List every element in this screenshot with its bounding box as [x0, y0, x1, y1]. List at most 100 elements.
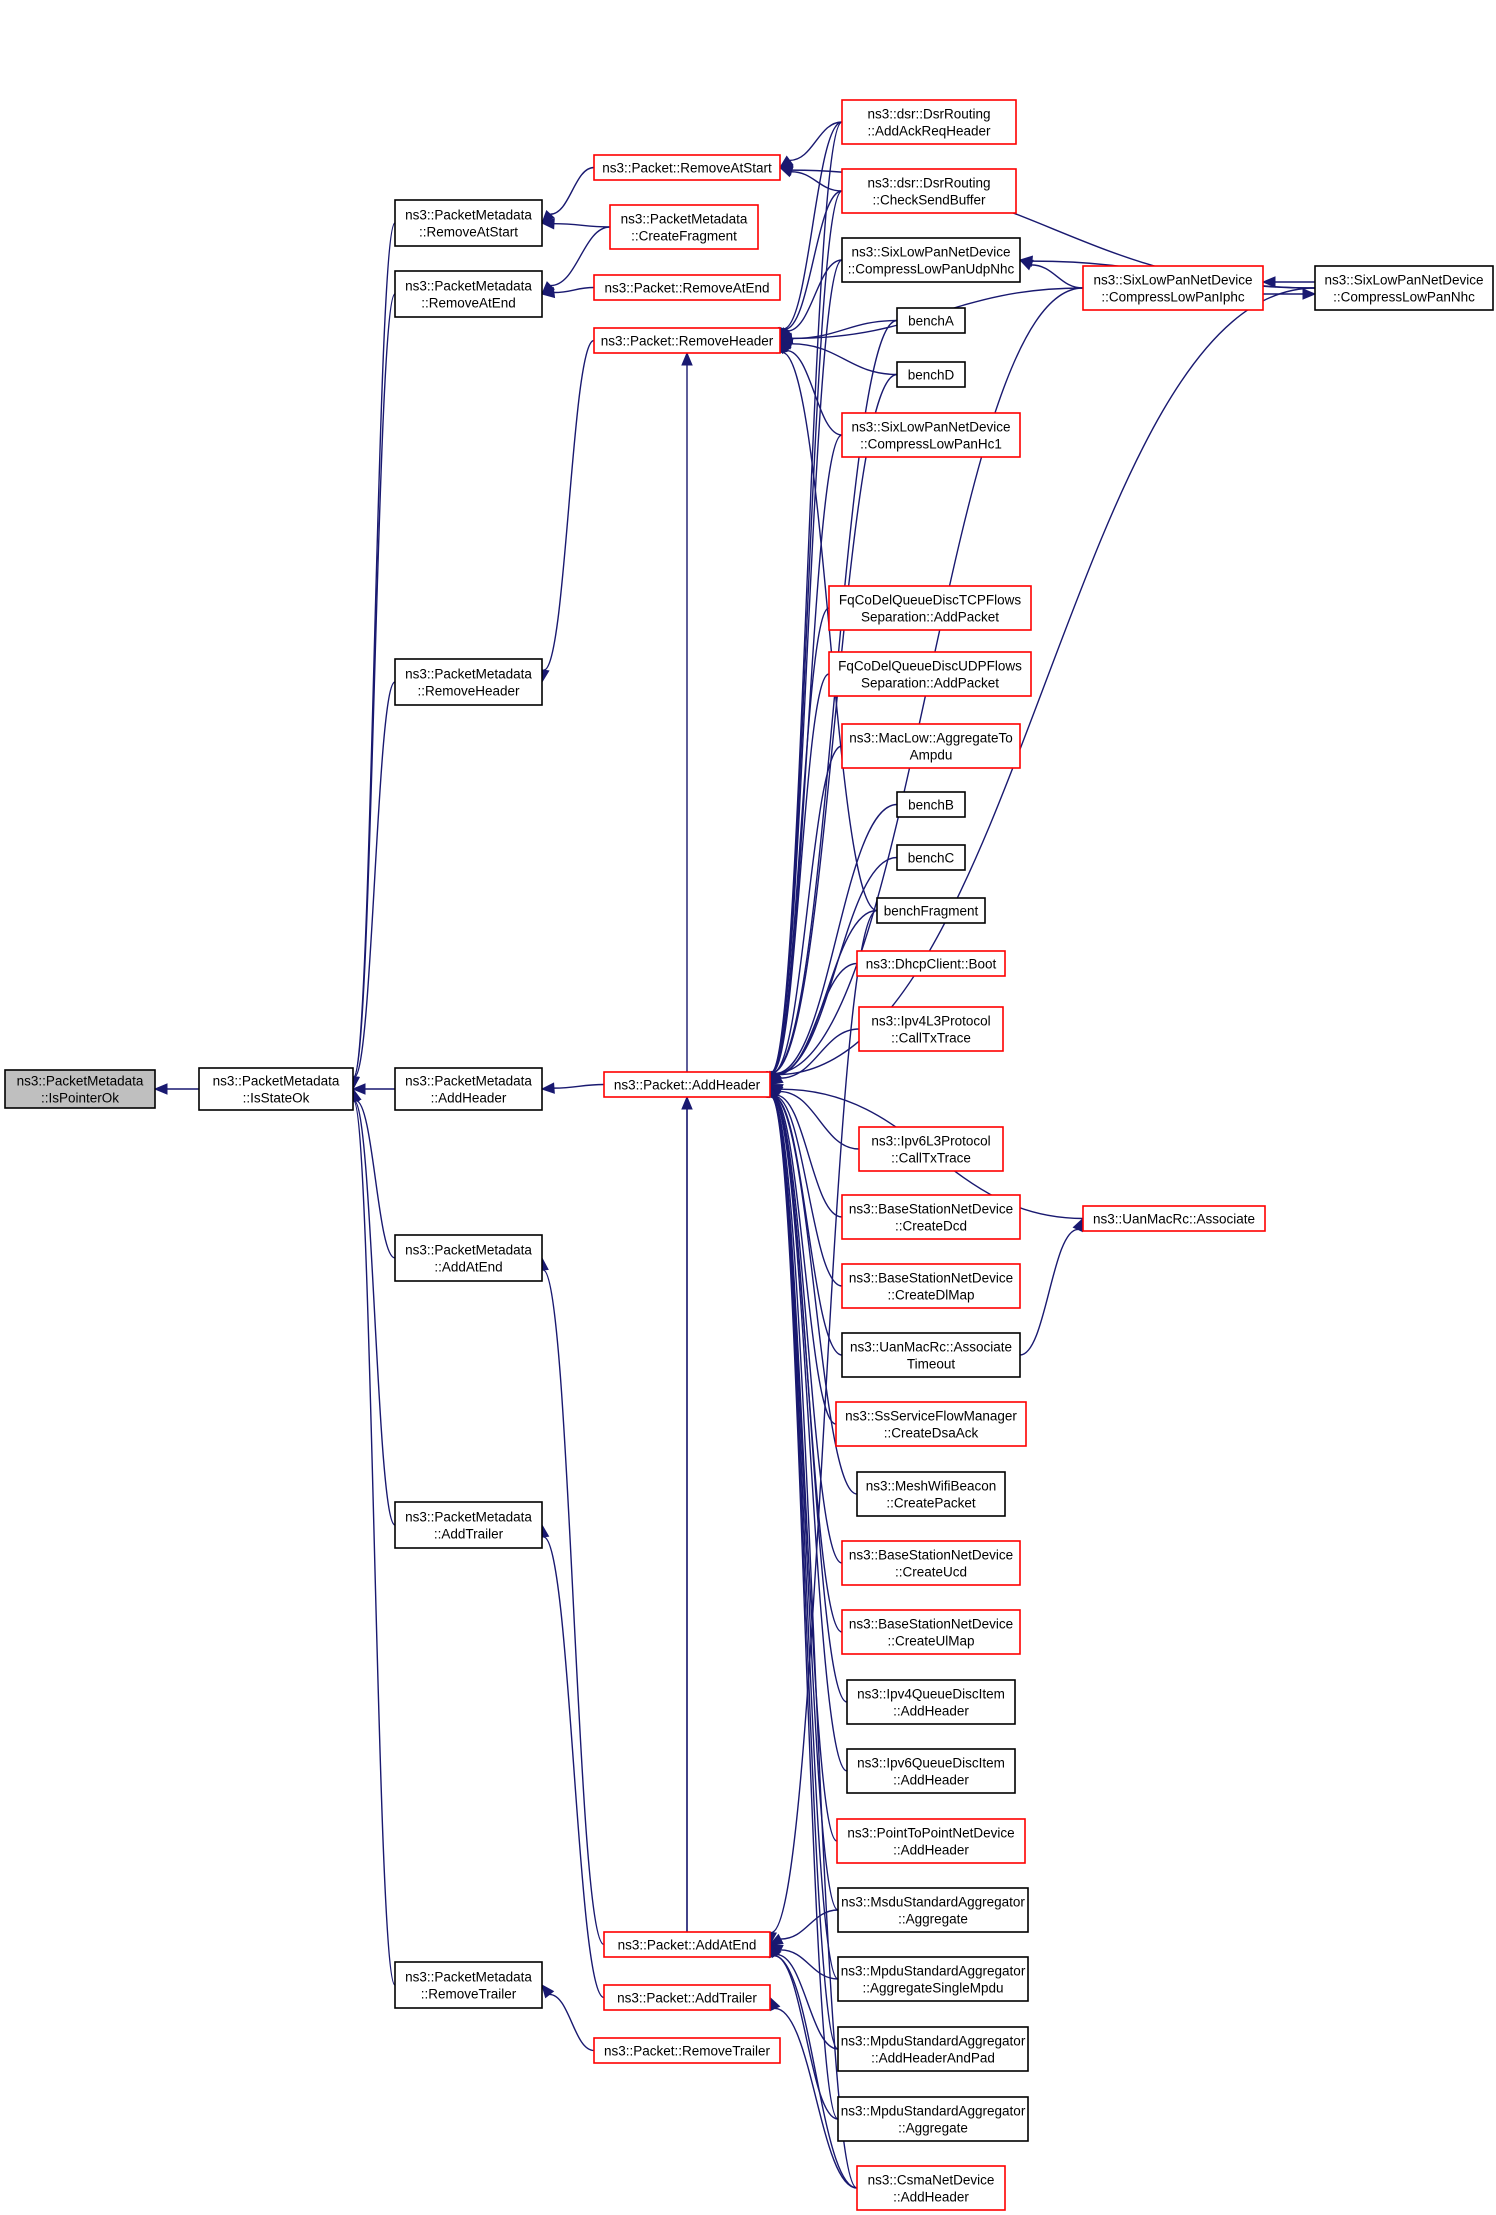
node-ipv4QdAddHeader[interactable]: ns3::Ipv4QueueDiscItem::AddHeader [846, 1679, 1016, 1725]
node-ipv4CallTx[interactable]: ns3::Ipv4L3Protocol::CallTxTrace [858, 1006, 1004, 1052]
node-fqTcp[interactable]: FqCoDelQueueDiscTCPFlowsSeparation::AddP… [828, 585, 1032, 631]
node-label: ns3::PacketMetadata [405, 1243, 532, 1258]
node-pRemoveHeader[interactable]: ns3::Packet::RemoveHeader [593, 327, 781, 354]
node-label: benchD [908, 368, 955, 383]
node-pmAddTrailer[interactable]: ns3::PacketMetadata::AddTrailer [394, 1501, 543, 1549]
node-msduAggregate[interactable]: ns3::MsduStandardAggregator::Aggregate [837, 1887, 1029, 1933]
node-box [896, 361, 966, 388]
edge-ssCreateDsaAck-to-pAddHeader [772, 1095, 837, 1425]
node-box [841, 723, 1021, 769]
node-ssCreateDsaAck[interactable]: ns3::SsServiceFlowManager::CreateDsaAck [835, 1401, 1027, 1447]
node-benchC[interactable]: benchC [896, 844, 966, 871]
node-box [1082, 265, 1264, 311]
node-pmRemoveAtEnd[interactable]: ns3::PacketMetadata::RemoveAtEnd [394, 270, 543, 318]
node-benchA[interactable]: benchA [896, 307, 966, 334]
node-bsCreateUcd[interactable]: ns3::BaseStationNetDevice::CreateUcd [841, 1540, 1021, 1586]
node-pRemoveAtStart[interactable]: ns3::Packet::RemoveAtStart [593, 154, 781, 181]
node-box [856, 2165, 1006, 2211]
node-pRemoveTrailer[interactable]: ns3::Packet::RemoveTrailer [593, 2037, 781, 2064]
edge-bsCreateUcd-to-pAddHeader [771, 1095, 843, 1564]
node-sixNhc[interactable]: ns3::SixLowPanNetDevice::CompressLowPanN… [1314, 265, 1494, 311]
node-bsCreateUlMap[interactable]: ns3::BaseStationNetDevice::CreateUlMap [841, 1609, 1021, 1655]
edge-arrowhead [681, 1095, 693, 1110]
node-pmRemoveHeader[interactable]: ns3::PacketMetadata::RemoveHeader [394, 658, 543, 706]
node-p2pAddHeader[interactable]: ns3::PointToPointNetDevice::AddHeader [836, 1818, 1026, 1864]
node-pRemoveAtEnd[interactable]: ns3::Packet::RemoveAtEnd [593, 274, 781, 301]
node-pmRemoveTrailer[interactable]: ns3::PacketMetadata::RemoveTrailer [394, 1961, 543, 2009]
node-label: FqCoDelQueueDiscUDPFlows [838, 659, 1022, 674]
node-benchB[interactable]: benchB [896, 791, 966, 818]
node-box [837, 1887, 1029, 1933]
edge-pmRemoveHeader-to-isStateOk [353, 681, 396, 1078]
node-box [394, 199, 543, 247]
node-mpduAggregate[interactable]: ns3::MpduStandardAggregator::Aggregate [837, 2096, 1029, 2142]
node-pAddTrailer[interactable]: ns3::Packet::AddTrailer [603, 1984, 771, 2011]
edge-pmCreateFragment-to-pmRemoveAtStart [553, 223, 611, 228]
node-box [841, 1332, 1021, 1378]
node-label: ::AggregateSingleMpdu [862, 1981, 1003, 1996]
node-label: benchA [908, 314, 954, 329]
node-pmRemoveAtStart[interactable]: ns3::PacketMetadata::RemoveAtStart [394, 199, 543, 247]
node-bsCreateDcd[interactable]: ns3::BaseStationNetDevice::CreateDcd [841, 1194, 1021, 1240]
edge-sixUdpNhc-to-pAddHeader [770, 259, 843, 1074]
node-pmAddAtEnd[interactable]: ns3::PacketMetadata::AddAtEnd [394, 1234, 543, 1282]
node-box [603, 1984, 771, 2011]
node-pmAddHeader[interactable]: ns3::PacketMetadata::AddHeader [394, 1067, 543, 1111]
node-box [593, 327, 781, 354]
node-label: Timeout [907, 1357, 956, 1372]
node-box [394, 1961, 543, 2009]
node-label: ns3::MsduStandardAggregator [841, 1895, 1025, 1910]
edge-dsrCheckSend-to-pRemoveHeader [784, 190, 843, 331]
node-box [837, 1956, 1029, 2002]
edge-fqUdp-to-pAddHeader [771, 673, 830, 1074]
edge-pRemoveAtStart-to-pmRemoveAtStart [550, 166, 595, 215]
node-label: ::AddHeaderAndPad [871, 2051, 995, 2066]
node-csmaAddHeader[interactable]: ns3::CsmaNetDevice::AddHeader [856, 2165, 1006, 2211]
node-label: ns3::PacketMetadata [405, 279, 532, 294]
node-box [828, 585, 1032, 631]
node-label: ns3::SixLowPanNetDevice [851, 420, 1010, 435]
edge-layer [153, 121, 1317, 2189]
node-dsrAddAck[interactable]: ns3::dsr::DsrRouting::AddAckReqHeader [841, 99, 1017, 145]
node-isPointerOk[interactable]: ns3::PacketMetadata::IsPointerOk [4, 1069, 156, 1109]
edge-pRemoveAtEnd-to-pmRemoveAtEnd [553, 286, 595, 294]
node-label: ::RemoveTrailer [421, 1987, 517, 2002]
node-pmCreateFragment[interactable]: ns3::PacketMetadata::CreateFragment [609, 204, 759, 250]
node-mpduAddHdrPad[interactable]: ns3::MpduStandardAggregator::AddHeaderAn… [837, 2026, 1029, 2072]
node-label: ns3::dsr::DsrRouting [867, 176, 990, 191]
node-mpduAggSingle[interactable]: ns3::MpduStandardAggregator::AggregateSi… [837, 1956, 1029, 2002]
node-label: ::AddHeader [893, 1773, 969, 1788]
node-dsrCheckSend[interactable]: ns3::dsr::DsrRouting::CheckSendBuffer [841, 168, 1017, 214]
node-isStateOk[interactable]: ns3::PacketMetadata::IsStateOk [198, 1067, 354, 1111]
node-label: ::Aggregate [898, 1912, 968, 1927]
node-bsCreateDlMap[interactable]: ns3::BaseStationNetDevice::CreateDlMap [841, 1263, 1021, 1309]
node-ipv6CallTx[interactable]: ns3::Ipv6L3Protocol::CallTxTrace [858, 1126, 1004, 1172]
node-fqUdp[interactable]: FqCoDelQueueDiscUDPFlowsSeparation::AddP… [828, 651, 1032, 697]
node-uanAssociate[interactable]: ns3::UanMacRc::Associate [1082, 1205, 1266, 1232]
node-sixUdpNhc[interactable]: ns3::SixLowPanNetDevice::CompressLowPanU… [841, 237, 1021, 283]
node-pAddAtEnd[interactable]: ns3::Packet::AddAtEnd [603, 1931, 771, 1958]
node-meshCreatePacket[interactable]: ns3::MeshWifiBeacon::CreatePacket [856, 1471, 1006, 1517]
node-sixHc1[interactable]: ns3::SixLowPanNetDevice::CompressLowPanH… [841, 412, 1021, 458]
edge-arrowhead [681, 351, 693, 366]
node-dhcpBoot[interactable]: ns3::DhcpClient::Boot [856, 950, 1006, 977]
edge-bsCreateDcd-to-pAddHeader [775, 1094, 843, 1218]
node-benchFragment[interactable]: benchFragment [876, 897, 986, 924]
node-label: Separation::AddPacket [861, 610, 999, 625]
node-box [593, 2037, 781, 2064]
node-benchD[interactable]: benchD [896, 361, 966, 388]
node-pAddHeader[interactable]: ns3::Packet::AddHeader [603, 1071, 771, 1098]
node-sixIphc[interactable]: ns3::SixLowPanNetDevice::CompressLowPanI… [1082, 265, 1264, 311]
node-label: ::AddAtEnd [434, 1260, 502, 1275]
node-box [841, 1540, 1021, 1586]
node-box [828, 651, 1032, 697]
node-label: ns3::Ipv6QueueDiscItem [857, 1756, 1005, 1771]
node-box [896, 844, 966, 871]
node-label: ns3::UanMacRc::Associate [1093, 1212, 1255, 1227]
node-ipv6QdAddHeader[interactable]: ns3::Ipv6QueueDiscItem::AddHeader [846, 1748, 1016, 1794]
node-box [394, 1501, 543, 1549]
node-box [198, 1067, 354, 1111]
node-label: ::CallTxTrace [891, 1031, 971, 1046]
